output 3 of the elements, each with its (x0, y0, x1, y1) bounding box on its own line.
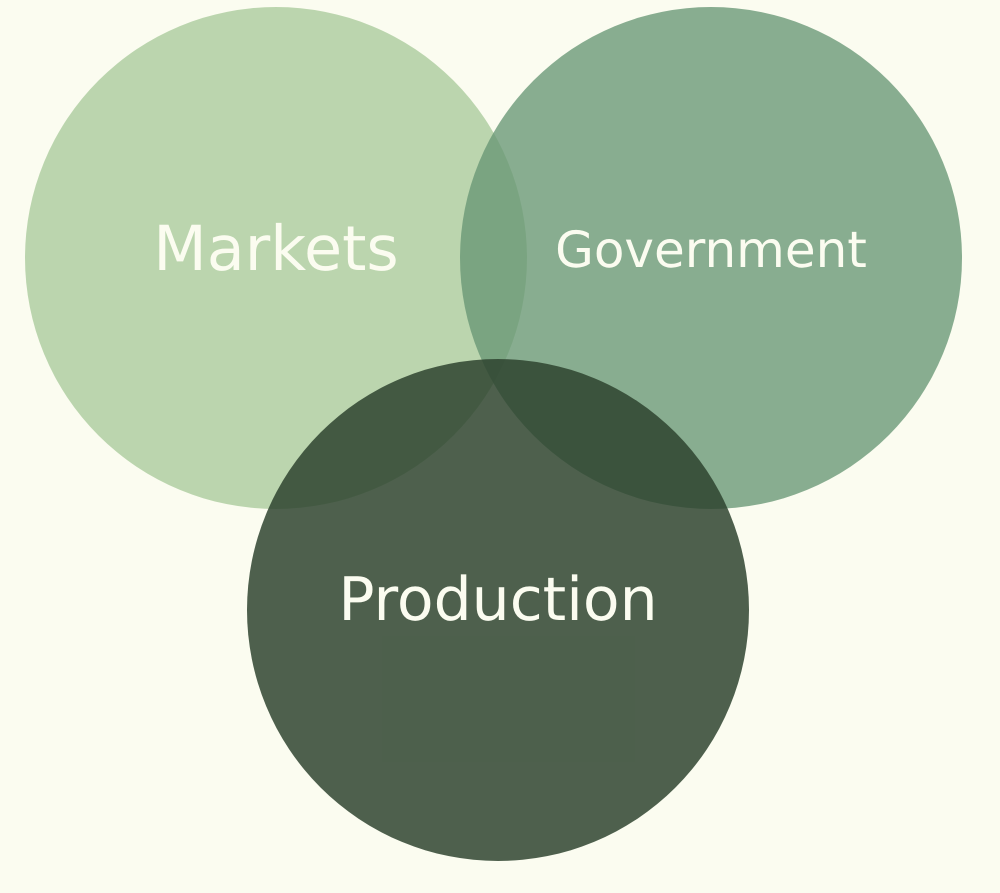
circle-label: Markets (153, 212, 399, 284)
circle-label: Government (555, 221, 867, 279)
circle-label: Production (338, 565, 658, 635)
